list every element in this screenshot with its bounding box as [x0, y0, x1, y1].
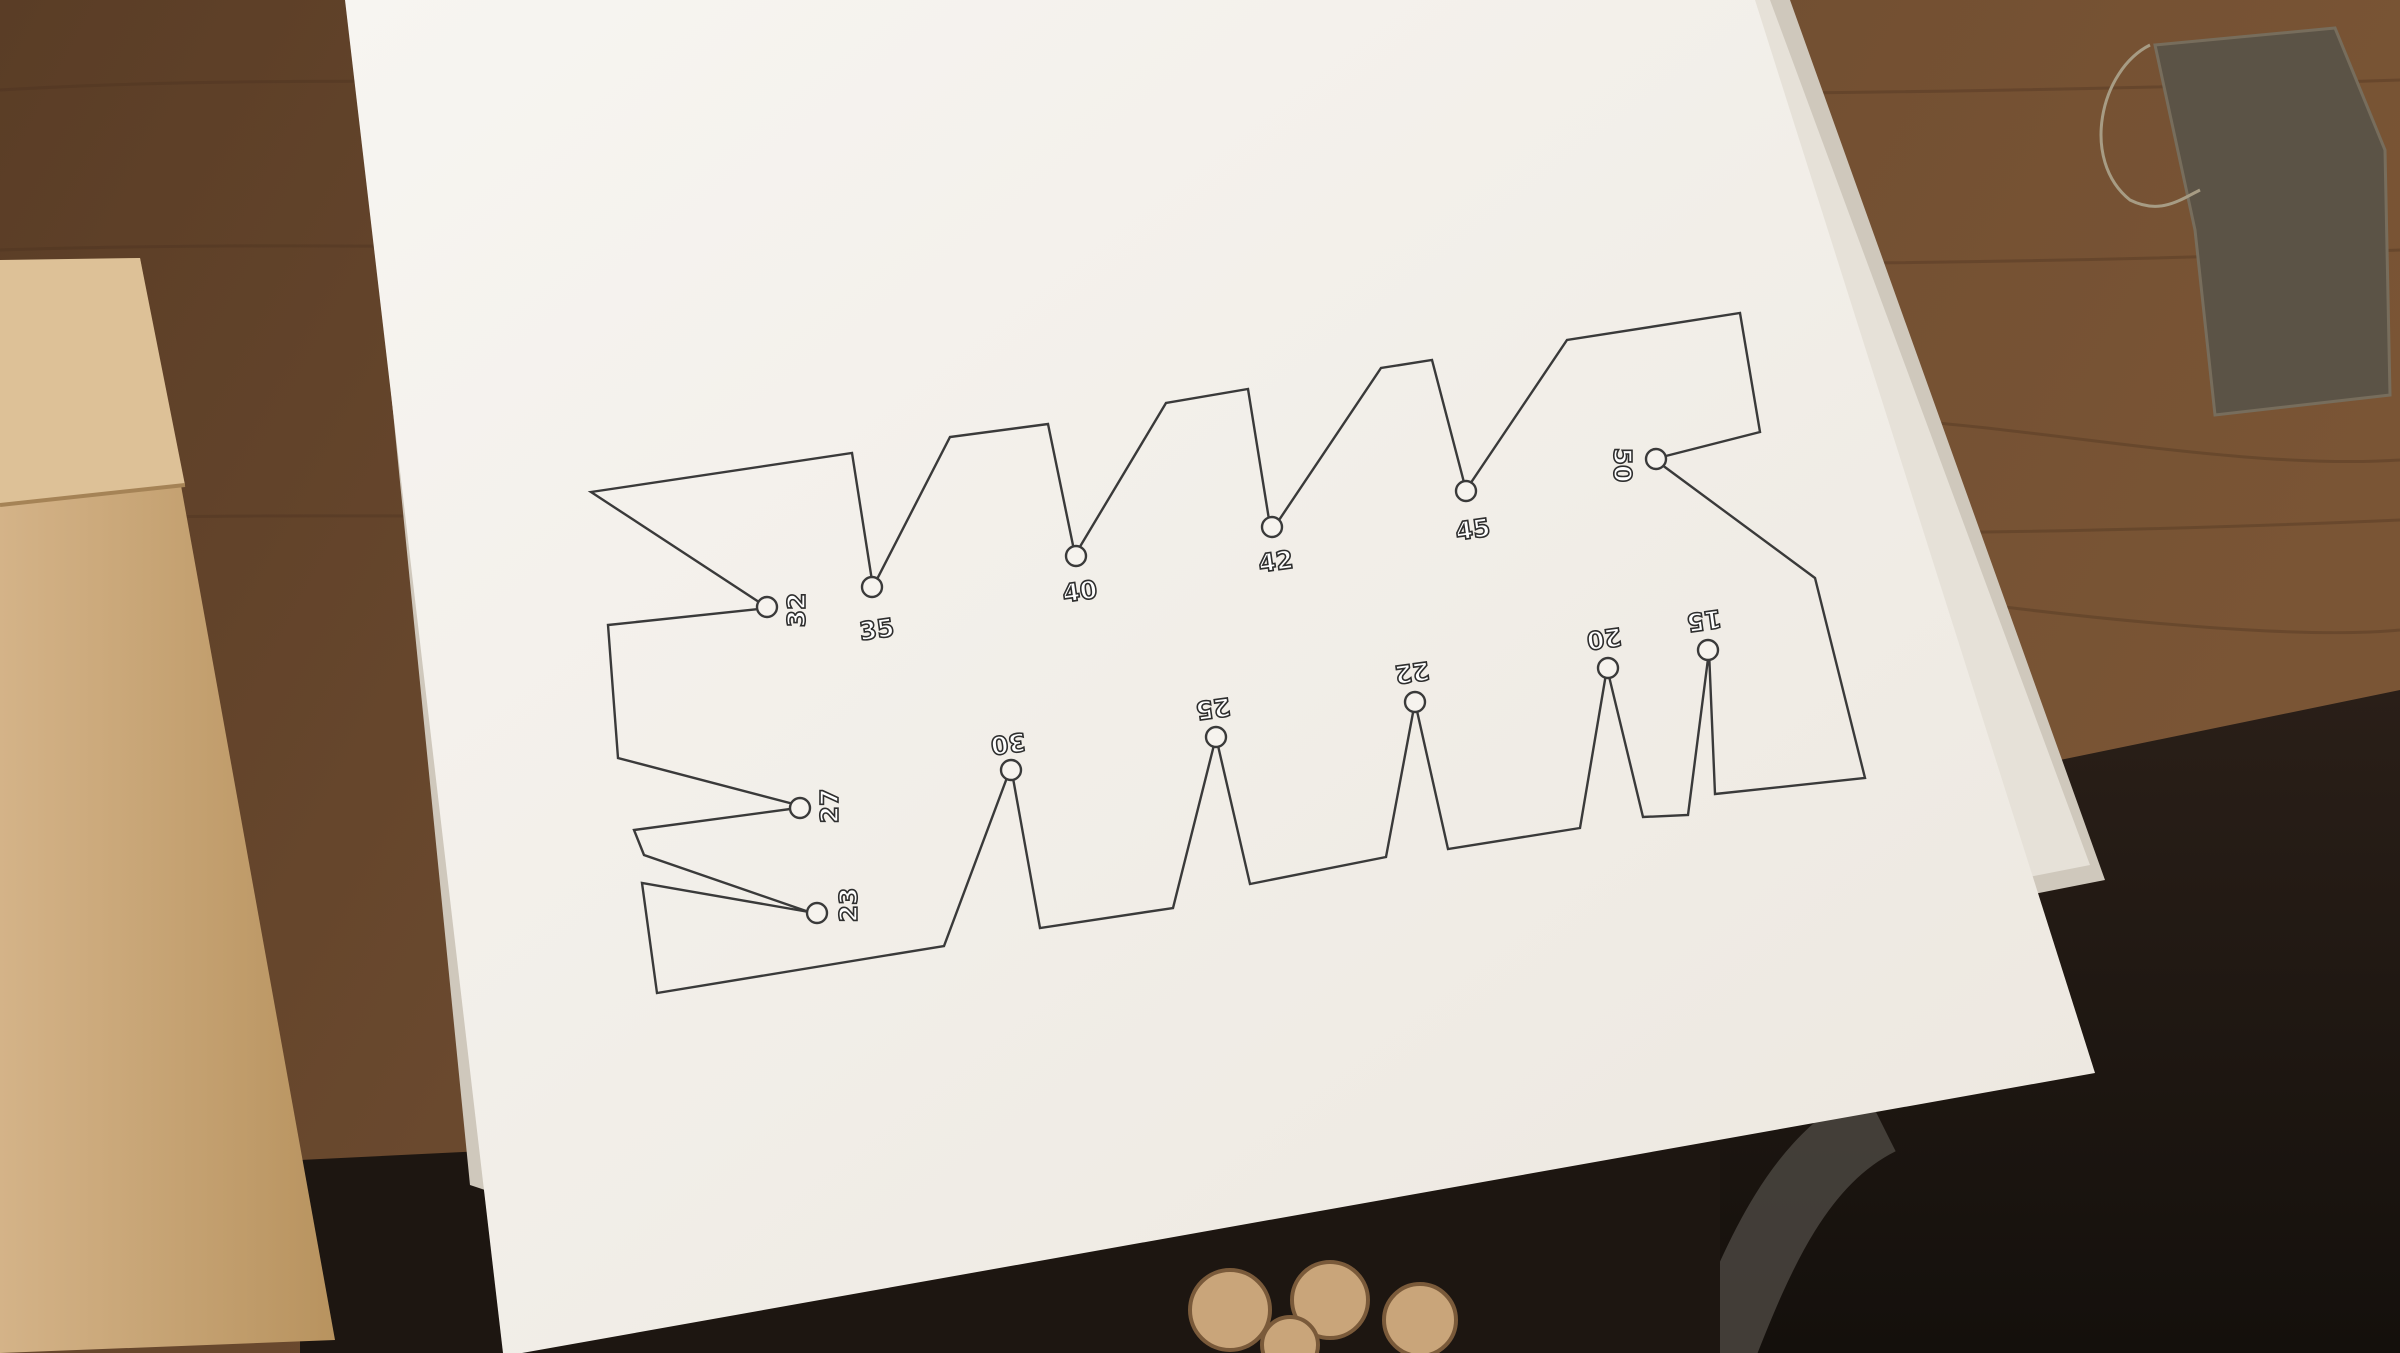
pivot-circle-35: [860, 575, 884, 599]
pivot-circle-42: [1260, 515, 1284, 539]
pivot-circle-45: [1454, 479, 1478, 503]
angle-label-23: 23: [834, 888, 863, 923]
pivot-circle-20: [1596, 656, 1620, 680]
sandpaper-sheet: [2153, 26, 2392, 417]
pivot-circle-30: [999, 758, 1023, 782]
angle-label-40: 40: [1061, 575, 1099, 609]
pivot-circle-27: [788, 796, 812, 820]
pivot-circle-25: [1204, 725, 1228, 749]
plywood-edge-line: [0, 483, 186, 507]
pivot-circle-50: [1644, 447, 1668, 471]
angle-label-15: 15: [1685, 604, 1723, 638]
pivot-circle-22: [1403, 690, 1427, 714]
plywood-rings: [1188, 1260, 1458, 1353]
angle-label-45: 45: [1454, 513, 1492, 547]
pivot-circle-15: [1696, 638, 1720, 662]
plywood-top-edge: [0, 258, 185, 505]
angle-label-27: 27: [815, 789, 844, 824]
angle-label-32: 32: [782, 593, 811, 628]
vacuum-hose: [1687, 1088, 1897, 1353]
pivot-circle-32: [755, 595, 779, 619]
angle-label-42: 42: [1257, 545, 1295, 579]
plywood-board: [0, 258, 335, 1353]
angle-label-22: 22: [1393, 656, 1431, 690]
angle-label-20: 20: [1585, 622, 1623, 656]
sandpaper-string: [2099, 43, 2201, 208]
angle-label-30: 30: [989, 727, 1027, 761]
pivot-circle-40: [1064, 544, 1088, 568]
paper-sheet: [345, 0, 2095, 1353]
angle-label-35: 35: [858, 613, 896, 647]
angle-label-25: 25: [1194, 692, 1232, 726]
angle-label-50: 50: [1608, 448, 1637, 483]
pivot-circle-23: [805, 901, 829, 925]
